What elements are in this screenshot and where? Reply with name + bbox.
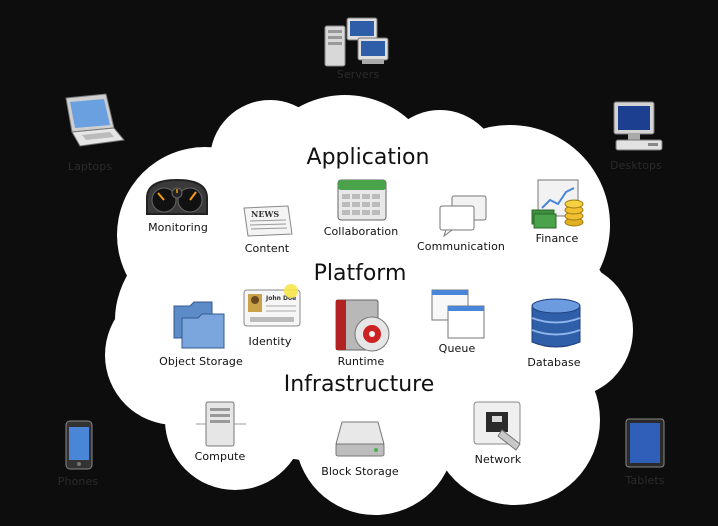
laptop-icon	[58, 93, 126, 154]
finance-label: Finance	[535, 232, 579, 245]
application-heading: Application	[306, 145, 430, 170]
desktop-icon	[610, 100, 668, 158]
monitoring-label: Monitoring	[148, 221, 208, 234]
content-label: Content	[244, 242, 290, 255]
desktops-label: Desktops	[610, 159, 662, 172]
database-label: Database	[527, 356, 581, 369]
compute-label: Compute	[194, 450, 246, 463]
platform-heading: Platform	[313, 261, 407, 286]
laptops-label: Laptops	[67, 160, 113, 173]
collaboration-calendar-icon	[336, 176, 390, 222]
object-storage-label: Object Storage	[159, 355, 243, 368]
infrastructure-heading: Infrastructure	[283, 372, 435, 397]
phone-icon	[64, 420, 94, 472]
queue-label: Queue	[438, 342, 476, 355]
block-storage-disk-icon	[334, 420, 386, 460]
monitoring-gauge-icon	[144, 176, 210, 218]
queue-windows-icon	[430, 288, 488, 340]
tablets-label: Tablets	[625, 474, 665, 487]
network-port-icon	[472, 400, 528, 452]
communication-chat-icon	[438, 194, 490, 238]
newspaper-header-text: NEWS	[251, 209, 279, 219]
communication-label: Communication	[416, 240, 506, 253]
identity-label: Identity	[248, 335, 292, 348]
phones-label: Phones	[57, 475, 99, 488]
block-storage-label: Block Storage	[321, 465, 399, 478]
network-label: Network	[474, 453, 522, 466]
tablet-icon	[624, 418, 666, 470]
database-cylinder-icon	[530, 298, 582, 352]
servers-icon	[322, 16, 392, 68]
servers-label: Servers	[336, 68, 380, 81]
runtime-label: Runtime	[337, 355, 385, 368]
object-storage-folder-icon	[172, 298, 228, 350]
content-newspaper-icon: NEWS	[242, 204, 294, 238]
collaboration-label: Collaboration	[323, 225, 399, 238]
runtime-media-icon	[332, 298, 392, 352]
compute-server-icon	[196, 400, 246, 448]
id-badge-name-text: John Doe	[265, 295, 296, 302]
finance-chart-money-icon	[530, 178, 586, 230]
identity-badge-icon: John Doe	[242, 282, 304, 330]
